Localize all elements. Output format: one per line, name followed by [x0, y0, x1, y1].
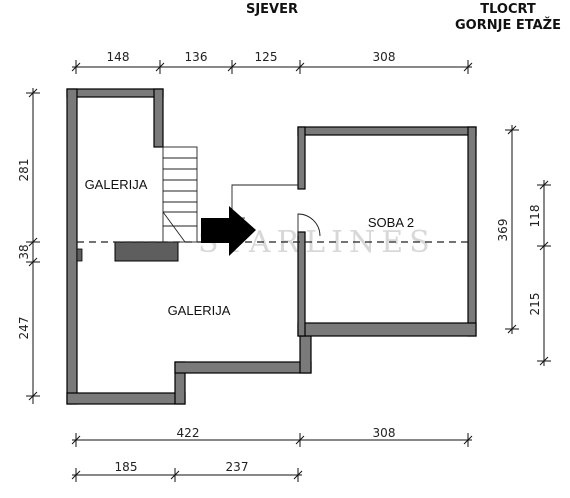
room-label-galerija-upper: GALERIJA — [85, 177, 148, 192]
dimension-left — [26, 88, 40, 404]
soba2-walls — [297, 126, 477, 337]
dim-right-inner-2: 215 — [528, 293, 542, 316]
dimension-right-inner — [537, 180, 551, 366]
dimension-bottom-1 — [71, 433, 473, 447]
dim-right-inner-1: 118 — [528, 205, 542, 228]
room-label-galerija-lower: GALERIJA — [168, 303, 231, 318]
wall-upper-right — [153, 88, 164, 148]
soba2-wall-left-lower — [297, 231, 306, 337]
plan-title-line-1: TLOCRT — [480, 2, 536, 17]
stair-outline — [162, 146, 198, 243]
soba2-wall-right — [467, 126, 477, 337]
dim-left-1: 281 — [17, 159, 31, 182]
dim-right-outer: 369 — [496, 219, 510, 242]
dimension-top — [71, 60, 473, 74]
soba2-wall-top — [297, 126, 477, 136]
dimension-right-outer — [505, 125, 519, 334]
stair-partition-block — [114, 241, 179, 262]
dim-left-2: 38 — [17, 244, 31, 259]
north-label: SJEVER — [245, 2, 299, 17]
room-label-soba2: SOBA 2 — [368, 215, 414, 230]
dimension-bottom-2 — [71, 468, 303, 482]
door-swing — [297, 213, 321, 237]
dim-top-3: 125 — [255, 50, 278, 64]
wall-bottom-left — [66, 392, 186, 405]
wall-bottom-right — [174, 361, 312, 374]
small-wall-stub — [76, 248, 83, 262]
plan-title: TLOCRT GORNJE ETAŽE — [446, 2, 570, 34]
soba2-wall-left-upper — [297, 126, 306, 190]
wall-top-left — [66, 88, 164, 98]
left-block-walls — [66, 88, 312, 405]
dim-top-1: 148 — [107, 50, 130, 64]
dim-top-2: 136 — [185, 50, 208, 64]
dim-top-4: 308 — [373, 50, 396, 64]
plan-title-line-2: GORNJE ETAŽE — [455, 18, 561, 33]
corridor-outline — [231, 184, 298, 219]
dim-bottom2-2: 237 — [226, 460, 249, 474]
wall-link — [299, 331, 312, 374]
soba2-wall-bottom — [297, 322, 477, 337]
dim-bottom1-1: 422 — [177, 426, 200, 440]
entrance-arrow-icon — [201, 206, 256, 256]
dim-bottom2-1: 185 — [115, 460, 138, 474]
wall-left — [66, 88, 78, 405]
dim-bottom1-2: 308 — [373, 426, 396, 440]
staircase — [162, 146, 198, 243]
dim-left-3: 247 — [17, 317, 31, 340]
